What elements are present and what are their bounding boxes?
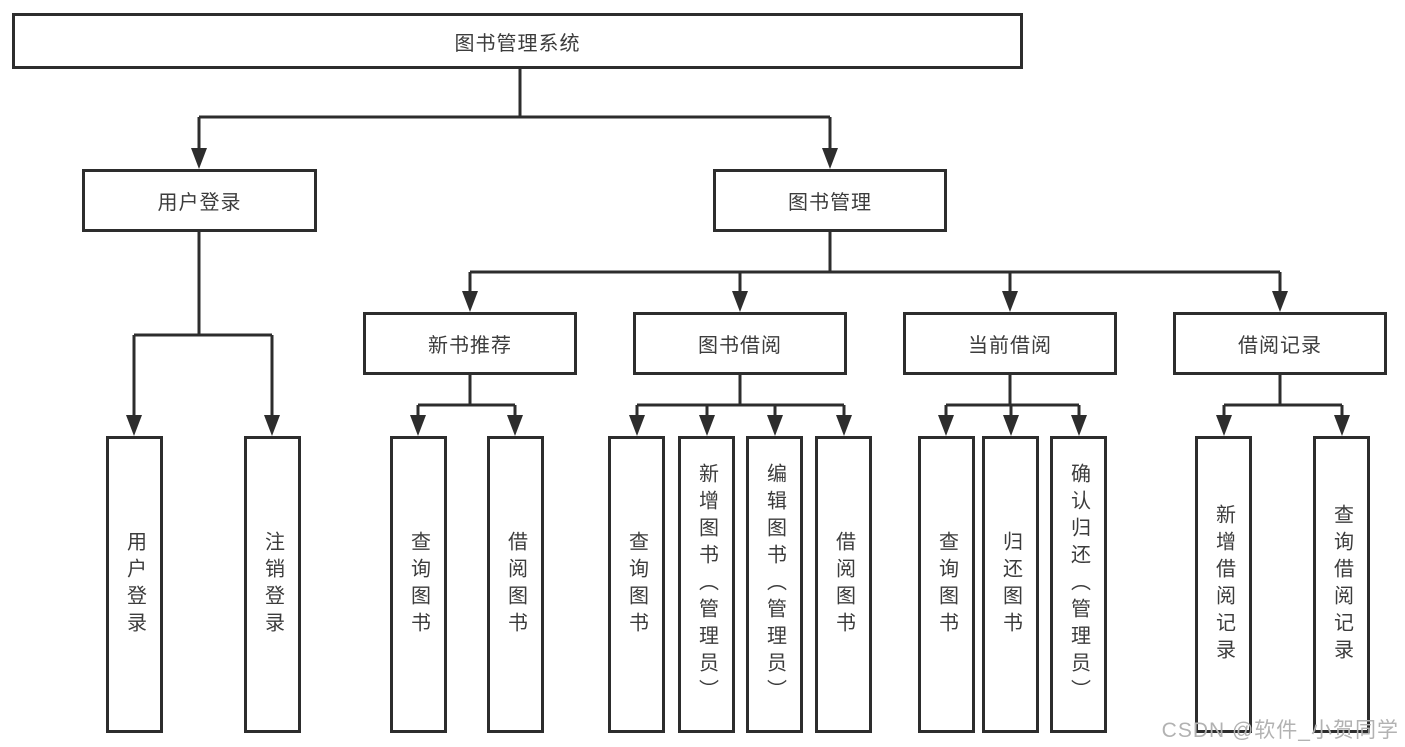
arrowhead bbox=[410, 415, 523, 436]
csdn-watermark: CSDN @软件_小贺同学 bbox=[1161, 719, 1399, 742]
connector-currentborrow-to-leaves bbox=[938, 375, 1087, 436]
leaf-query-borrow-record: 查询借阅记录 bbox=[1313, 436, 1370, 733]
leaf-borrow-books: 借阅图书 bbox=[815, 436, 872, 733]
node-label: 借阅图书 bbox=[832, 530, 855, 639]
node-label: 查询图书 bbox=[407, 530, 430, 639]
node-book-borrow: 图书借阅 bbox=[633, 312, 847, 375]
leaf-user-login: 用户登录 bbox=[106, 436, 163, 733]
arrowhead bbox=[191, 148, 838, 169]
leaf-query-books-borrow: 查询图书 bbox=[608, 436, 665, 733]
connector-borrowrecords-to-leaves bbox=[1216, 375, 1350, 436]
leaf-logout: 注销登录 bbox=[244, 436, 301, 733]
node-label: 用户登录 bbox=[157, 192, 242, 214]
node-label: 查询图书 bbox=[935, 530, 958, 639]
node-label: 图书借阅 bbox=[698, 335, 782, 357]
leaf-query-books-recommend: 查询图书 bbox=[390, 436, 447, 733]
node-label: 注销登录 bbox=[261, 530, 284, 639]
line bbox=[416, 375, 517, 424]
leaf-query-books-current: 查询图书 bbox=[918, 436, 975, 733]
node-new-book-recommend: 新书推荐 bbox=[363, 312, 577, 375]
arrowhead bbox=[629, 415, 852, 436]
line bbox=[1222, 375, 1344, 424]
node-label: 图书管理系统 bbox=[454, 32, 581, 55]
node-label: 新增图书（管理员） bbox=[695, 463, 718, 706]
node-label: 用户登录 bbox=[123, 530, 146, 639]
node-user-login: 用户登录 bbox=[82, 169, 317, 232]
leaf-edit-books-admin: 编辑图书（管理员） bbox=[746, 436, 803, 733]
node-label: 查询图书 bbox=[625, 530, 648, 639]
arrowhead bbox=[1216, 415, 1350, 436]
connector-root-to-level1 bbox=[191, 69, 838, 169]
node-root: 图书管理系统 bbox=[12, 13, 1023, 69]
node-current-borrow: 当前借阅 bbox=[903, 312, 1117, 375]
node-label: 借阅记录 bbox=[1238, 335, 1322, 357]
node-label: 当前借阅 bbox=[968, 335, 1052, 357]
line bbox=[197, 69, 832, 152]
node-borrow-records: 借阅记录 bbox=[1173, 312, 1387, 375]
node-label: 查询借阅记录 bbox=[1330, 503, 1353, 666]
leaf-add-books-admin: 新增图书（管理员） bbox=[678, 436, 735, 733]
connector-newbooks-to-leaves bbox=[410, 375, 523, 436]
node-label: 归还图书 bbox=[999, 530, 1022, 639]
leaf-confirm-return-admin: 确认归还（管理员） bbox=[1050, 436, 1107, 733]
line bbox=[944, 375, 1081, 424]
node-label: 编辑图书（管理员） bbox=[763, 463, 786, 706]
leaf-add-borrow-record: 新增借阅记录 bbox=[1195, 436, 1252, 733]
node-label: 图书管理 bbox=[788, 192, 872, 214]
arrowhead bbox=[938, 415, 1087, 436]
connector-userlogin-to-leaves bbox=[126, 232, 280, 436]
leaf-borrow-books-recommend: 借阅图书 bbox=[487, 436, 544, 733]
leaf-return-books: 归还图书 bbox=[982, 436, 1039, 733]
connector-bookmgmt-to-level2 bbox=[462, 232, 1288, 312]
node-label: 借阅图书 bbox=[504, 530, 527, 639]
arrowhead bbox=[126, 415, 280, 436]
node-label: 新书推荐 bbox=[428, 335, 512, 357]
node-book-management: 图书管理 bbox=[713, 169, 947, 232]
node-label: 确认归还（管理员） bbox=[1067, 463, 1090, 706]
connector-bookborrow-to-leaves bbox=[629, 375, 852, 436]
arrowhead bbox=[462, 291, 1288, 312]
line bbox=[132, 232, 274, 422]
node-label: 新增借阅记录 bbox=[1212, 503, 1235, 666]
line bbox=[635, 375, 846, 424]
line bbox=[468, 232, 1282, 298]
